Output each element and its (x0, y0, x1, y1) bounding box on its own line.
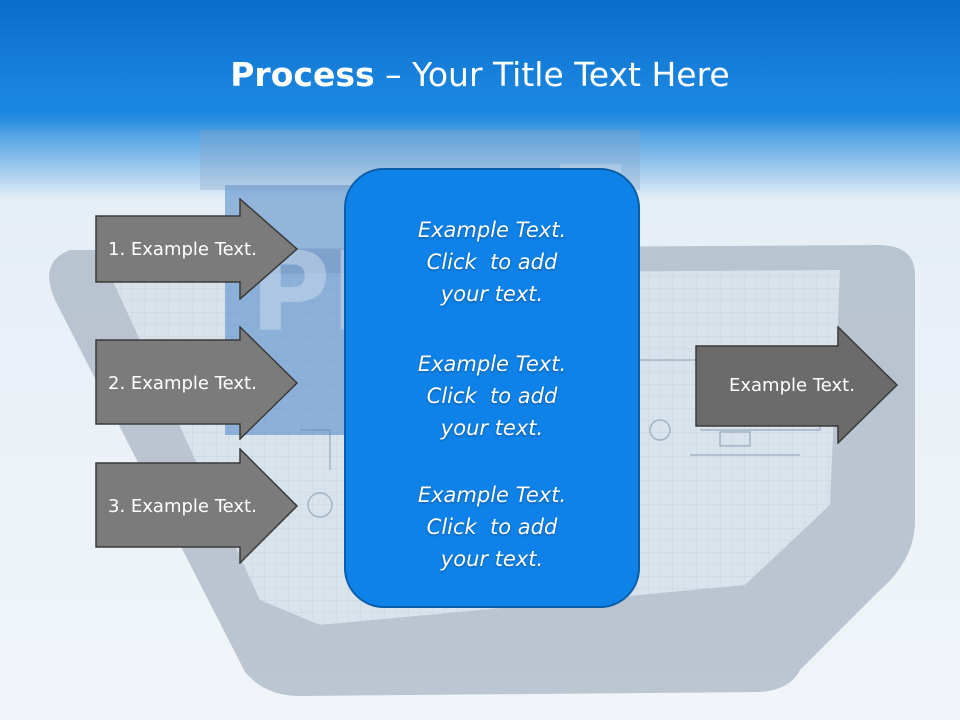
arrow-shape (95, 197, 299, 301)
arrow-label: 1. Example Text. (108, 238, 257, 260)
input-arrow-2[interactable]: 2. Example Text. (95, 325, 299, 441)
arrow-label: 2. Example Text. (108, 372, 257, 394)
box-line: Click to add (426, 250, 558, 274)
box-line: Example Text. (417, 218, 567, 242)
arrow-shape (695, 325, 899, 445)
box-text-block-3[interactable]: Example Text. Click to add your text. (346, 479, 638, 575)
arrow-shape (95, 325, 299, 441)
box-line: Example Text. (417, 352, 567, 376)
box-line: your text. (440, 416, 544, 440)
box-line: your text. (440, 282, 544, 306)
box-text-block-1[interactable]: Example Text. Click to add your text. (346, 214, 638, 310)
box-line: Click to add (426, 515, 558, 539)
arrow-label: Example Text. (729, 374, 855, 396)
box-text-block-2[interactable]: Example Text. Click to add your text. (346, 348, 638, 444)
box-line: Example Text. (417, 483, 567, 507)
title-rest: – Your Title Text Here (374, 55, 730, 94)
input-arrow-3[interactable]: 3. Example Text. (95, 447, 299, 565)
box-line: your text. (440, 547, 544, 571)
page-title[interactable]: Process – Your Title Text Here (0, 50, 960, 100)
title-bar (0, 0, 960, 130)
box-line: Click to add (426, 384, 558, 408)
arrow-shape (95, 447, 299, 565)
output-arrow[interactable]: Example Text. (695, 325, 899, 445)
center-process-box[interactable]: Example Text. Click to add your text. Ex… (344, 168, 640, 608)
arrow-label: 3. Example Text. (108, 495, 257, 517)
title-bold: Process (230, 55, 375, 94)
input-arrow-1[interactable]: 1. Example Text. (95, 197, 299, 301)
